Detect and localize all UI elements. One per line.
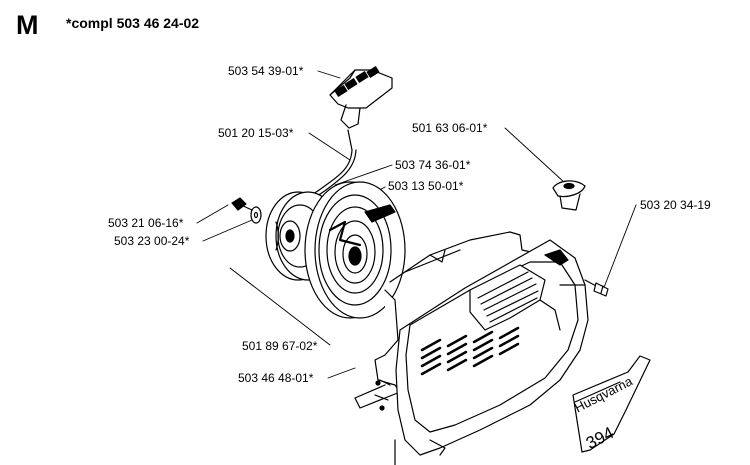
callout-housing-screw: 503 20 34-19 (640, 198, 711, 212)
husqvarna-decal (572, 355, 651, 453)
spring-cassette (304, 181, 406, 319)
starter-housing (354, 231, 589, 465)
callout-rope: 501 20 15-03* (218, 126, 294, 140)
callout-handle: 503 54 39-01* (228, 64, 304, 78)
callout-pulley: 501 89 67-02* (242, 339, 318, 353)
callout-rope-guide: 501 63 06-01* (412, 121, 488, 135)
center-bolt (231, 197, 253, 211)
housing-screw (584, 279, 609, 297)
section-letter: M (16, 10, 39, 40)
callout-spring-cassette: 503 74 36-01* (395, 158, 471, 172)
rope-guide (552, 180, 586, 211)
callout-housing: 503 46 48-01* (238, 371, 314, 385)
callout-washer: 503 23 00-24* (114, 234, 190, 248)
callout-spring: 503 13 50-01* (388, 179, 464, 193)
leader-lines (196, 70, 637, 379)
starter-handle (329, 66, 393, 151)
callout-bolt: 503 21 06-16* (108, 216, 184, 230)
assembly-note: *compl 503 46 24-02 (66, 15, 200, 31)
washer (250, 206, 262, 224)
